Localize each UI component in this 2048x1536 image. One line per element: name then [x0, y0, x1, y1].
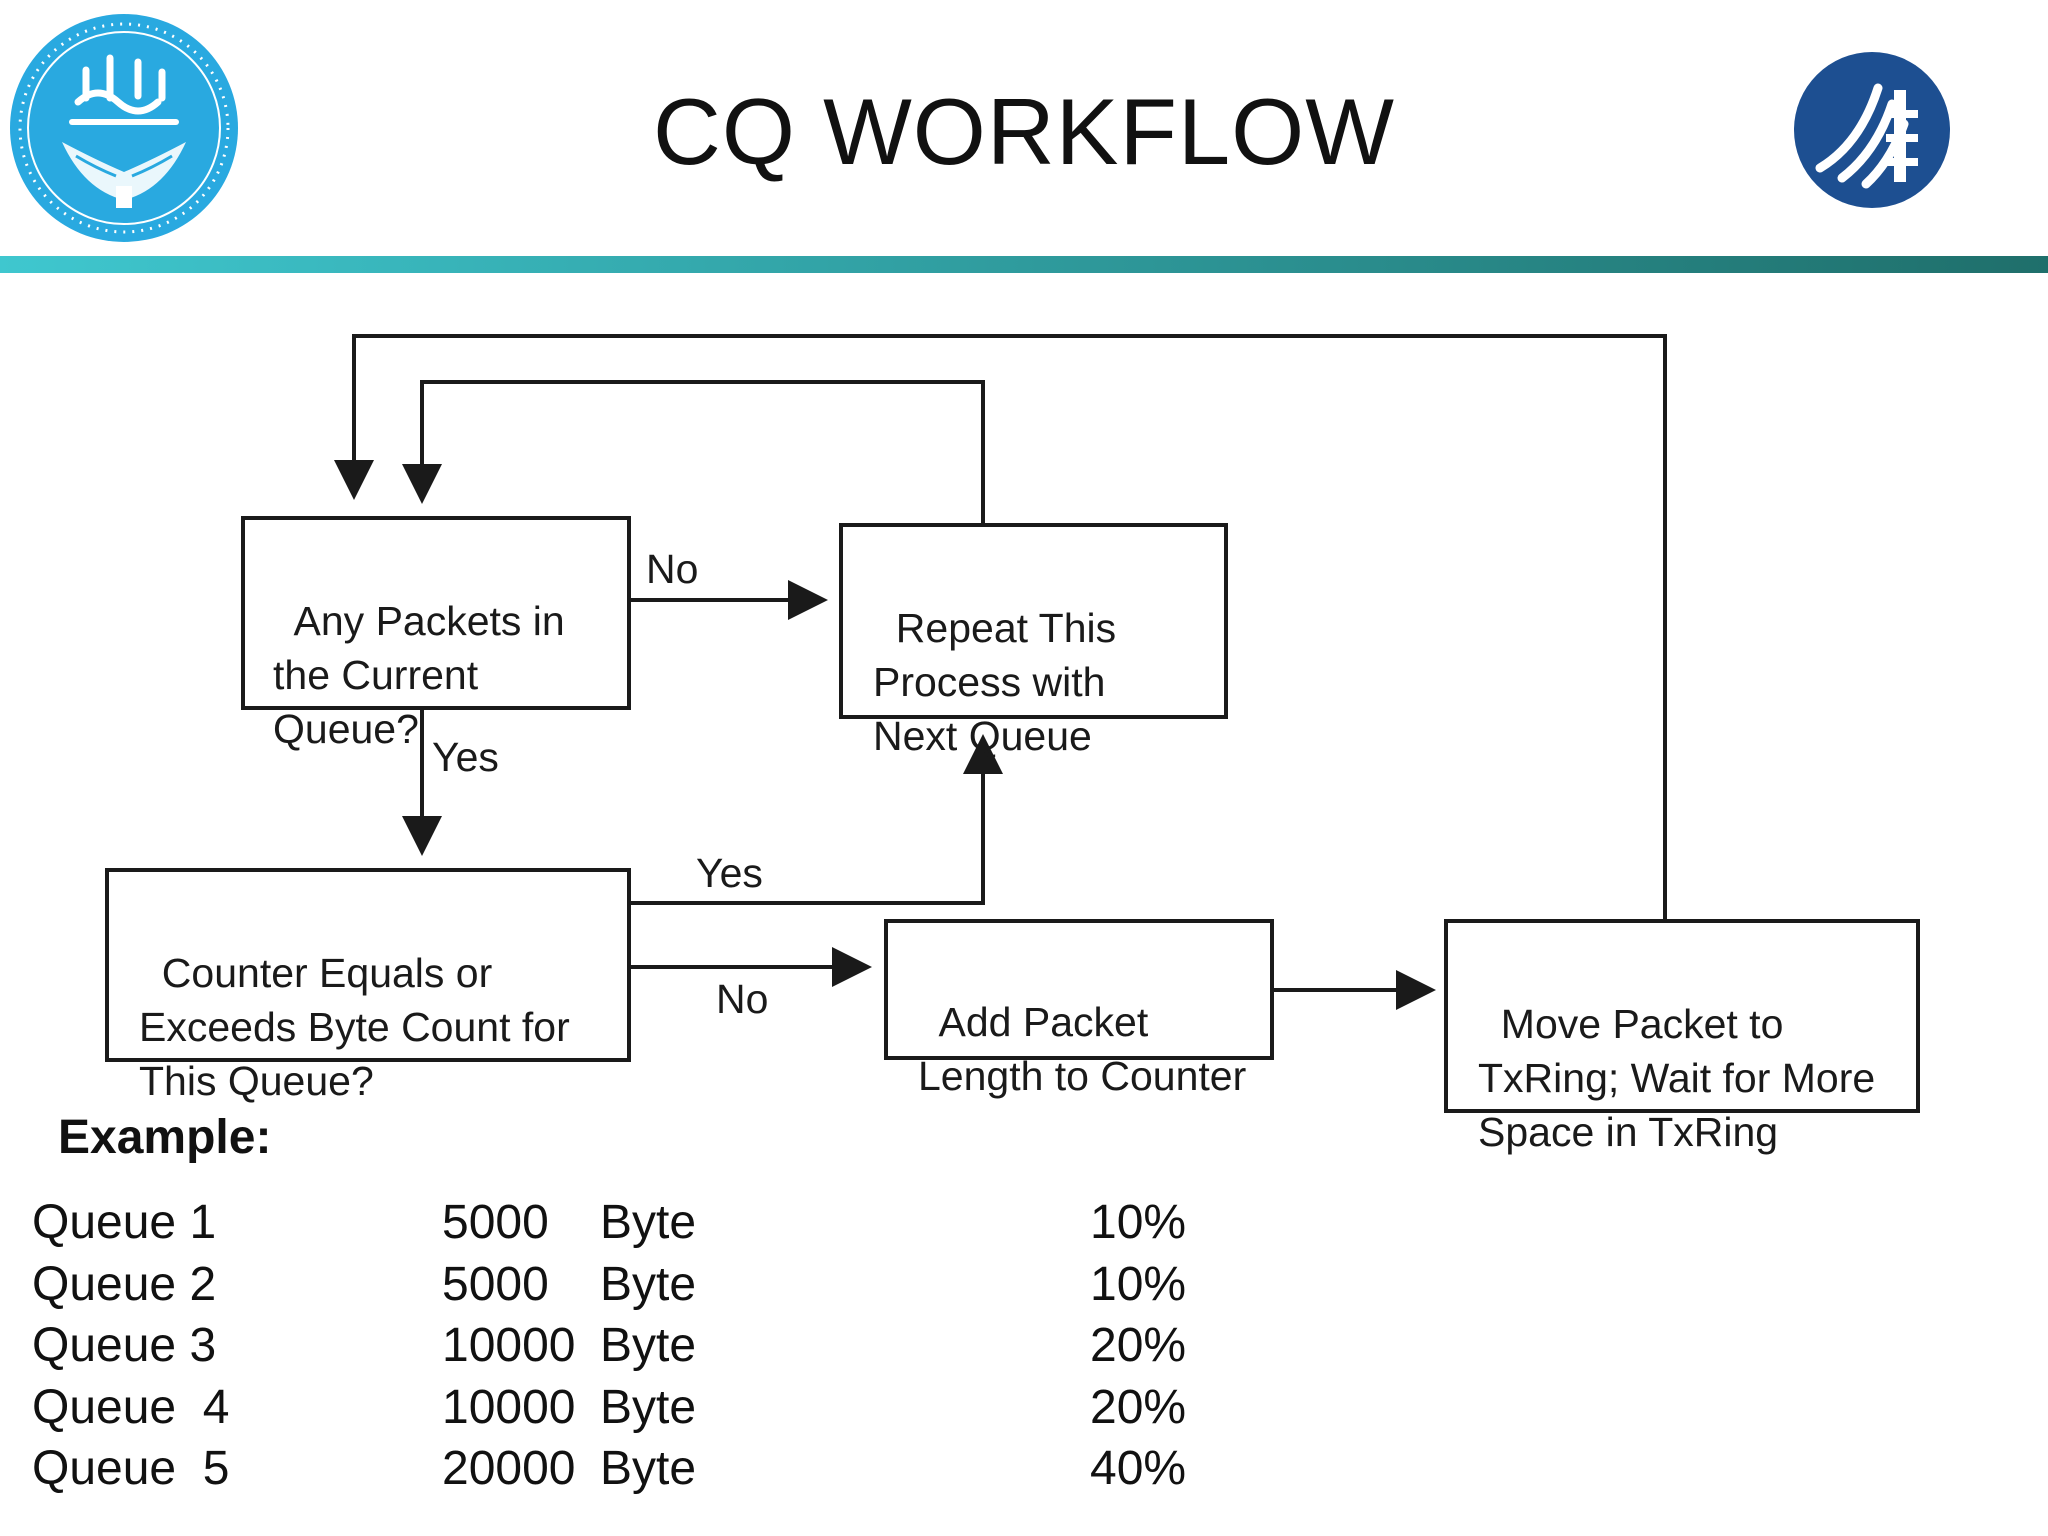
- byte-count: 10000: [442, 1380, 576, 1434]
- box-move-packet-text: Move Packet to TxRing; Wait for More Spa…: [1478, 1001, 1876, 1155]
- example-table: Queue 1 5000 Byte 10% Queue 2 5000 Byte …: [32, 1192, 1210, 1500]
- box-repeat-process: Repeat This Process with Next Queue: [839, 523, 1228, 759]
- label-yes-down: Yes: [432, 734, 499, 780]
- bandwidth-percent: 10%: [1090, 1257, 1187, 1311]
- table-row: Queue 3 10000 Byte 20%: [32, 1315, 1210, 1377]
- table-row: Queue 2 5000 Byte 10%: [32, 1254, 1210, 1316]
- byte-unit: Byte: [600, 1257, 697, 1311]
- queue-name: Queue 5: [32, 1442, 230, 1495]
- byte-unit: Byte: [600, 1319, 697, 1372]
- box-add-packet: Add Packet Length to Counter: [884, 919, 1274, 1099]
- box-add-packet-text: Add Packet Length to Counter: [918, 999, 1247, 1099]
- queue-name: Queue 4: [32, 1380, 230, 1434]
- byte-unit: Byte: [600, 1196, 697, 1249]
- label-yes-right: Yes: [696, 850, 763, 896]
- emblem-logo-icon: [1794, 52, 1950, 208]
- box-any-packets: Any Packets in the Current Queue?: [241, 516, 631, 752]
- box-repeat-process-text: Repeat This Process with Next Queue: [873, 605, 1117, 759]
- box-any-packets-text: Any Packets in the Current Queue?: [273, 598, 565, 752]
- university-logo-icon: [10, 14, 238, 242]
- bandwidth-percent: 20%: [1090, 1319, 1187, 1372]
- page-title: CQ WORKFLOW: [652, 79, 1396, 184]
- bandwidth-percent: 40%: [1090, 1442, 1187, 1495]
- arrow-repeat-loop: [402, 380, 985, 524]
- header-divider: [0, 256, 2048, 273]
- example-heading: Example:: [58, 1111, 272, 1164]
- label-no-bottom: No: [716, 976, 769, 1022]
- queue-name: Queue 3: [32, 1319, 217, 1372]
- table-row: Queue 1 5000 Byte 10%: [32, 1192, 1210, 1254]
- byte-unit: Byte: [600, 1442, 697, 1495]
- box-counter-check-text: Counter Equals or Exceeds Byte Count for…: [139, 950, 570, 1104]
- byte-unit: Byte: [600, 1380, 697, 1434]
- queue-name: Queue 2: [32, 1257, 217, 1311]
- bandwidth-percent: 10%: [1090, 1196, 1187, 1249]
- table-row: Queue 5 20000 Byte 40%: [32, 1438, 1210, 1500]
- box-counter-check: Counter Equals or Exceeds Byte Count for…: [105, 868, 631, 1104]
- byte-count: 10000: [442, 1319, 576, 1372]
- queue-name: Queue 1: [32, 1196, 217, 1249]
- arrow-yes-to-repeat: [630, 734, 1003, 905]
- bandwidth-percent: 20%: [1090, 1380, 1187, 1434]
- label-no-top: No: [646, 546, 699, 592]
- table-row: Queue 4 10000 Byte 20%: [32, 1377, 1210, 1439]
- byte-count: 5000: [442, 1257, 549, 1311]
- arrow-move-loop: [334, 334, 1667, 920]
- box-move-packet: Move Packet to TxRing; Wait for More Spa…: [1444, 919, 1920, 1155]
- byte-count: 20000: [442, 1442, 576, 1495]
- byte-count: 5000: [442, 1196, 549, 1249]
